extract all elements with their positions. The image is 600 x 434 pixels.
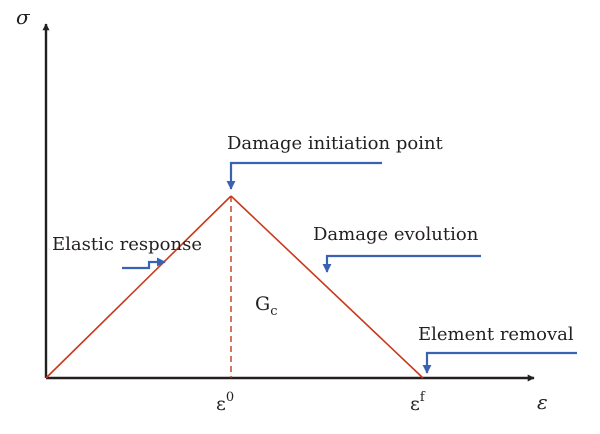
- softening-branch-line: [230, 195, 424, 379]
- y-axis-symbol: σ: [16, 5, 31, 29]
- element-removal-label: Element removal: [418, 324, 574, 345]
- fracture-energy-base: G: [255, 293, 270, 315]
- epsilon-f-superscript: f: [420, 390, 426, 405]
- damage-evolution-label: Damage evolution: [313, 224, 479, 245]
- epsilon-zero-superscript: 0: [226, 390, 234, 405]
- elastic-response-label: Elastic response: [52, 234, 202, 255]
- elastic-branch-line: [45, 195, 232, 379]
- element-removal-arrow: [422, 351, 577, 374]
- elastic-response-arrow: [122, 257, 166, 270]
- epsilon-f-base: ε: [410, 393, 420, 415]
- damage-evolution-arrow: [322, 254, 481, 273]
- fracture-energy-subscript: c: [270, 304, 277, 319]
- x-axis-symbol: ε: [537, 390, 548, 414]
- fracture-energy-label: Gc: [255, 293, 277, 319]
- damage-initiation-label: Damage initiation point: [227, 133, 444, 154]
- epsilon-zero-tick-label: ε0: [216, 390, 234, 415]
- damage-initiation-arrow: [226, 161, 382, 190]
- epsilon-f-tick-label: εf: [410, 390, 426, 415]
- epsilon-zero-base: ε: [216, 393, 226, 415]
